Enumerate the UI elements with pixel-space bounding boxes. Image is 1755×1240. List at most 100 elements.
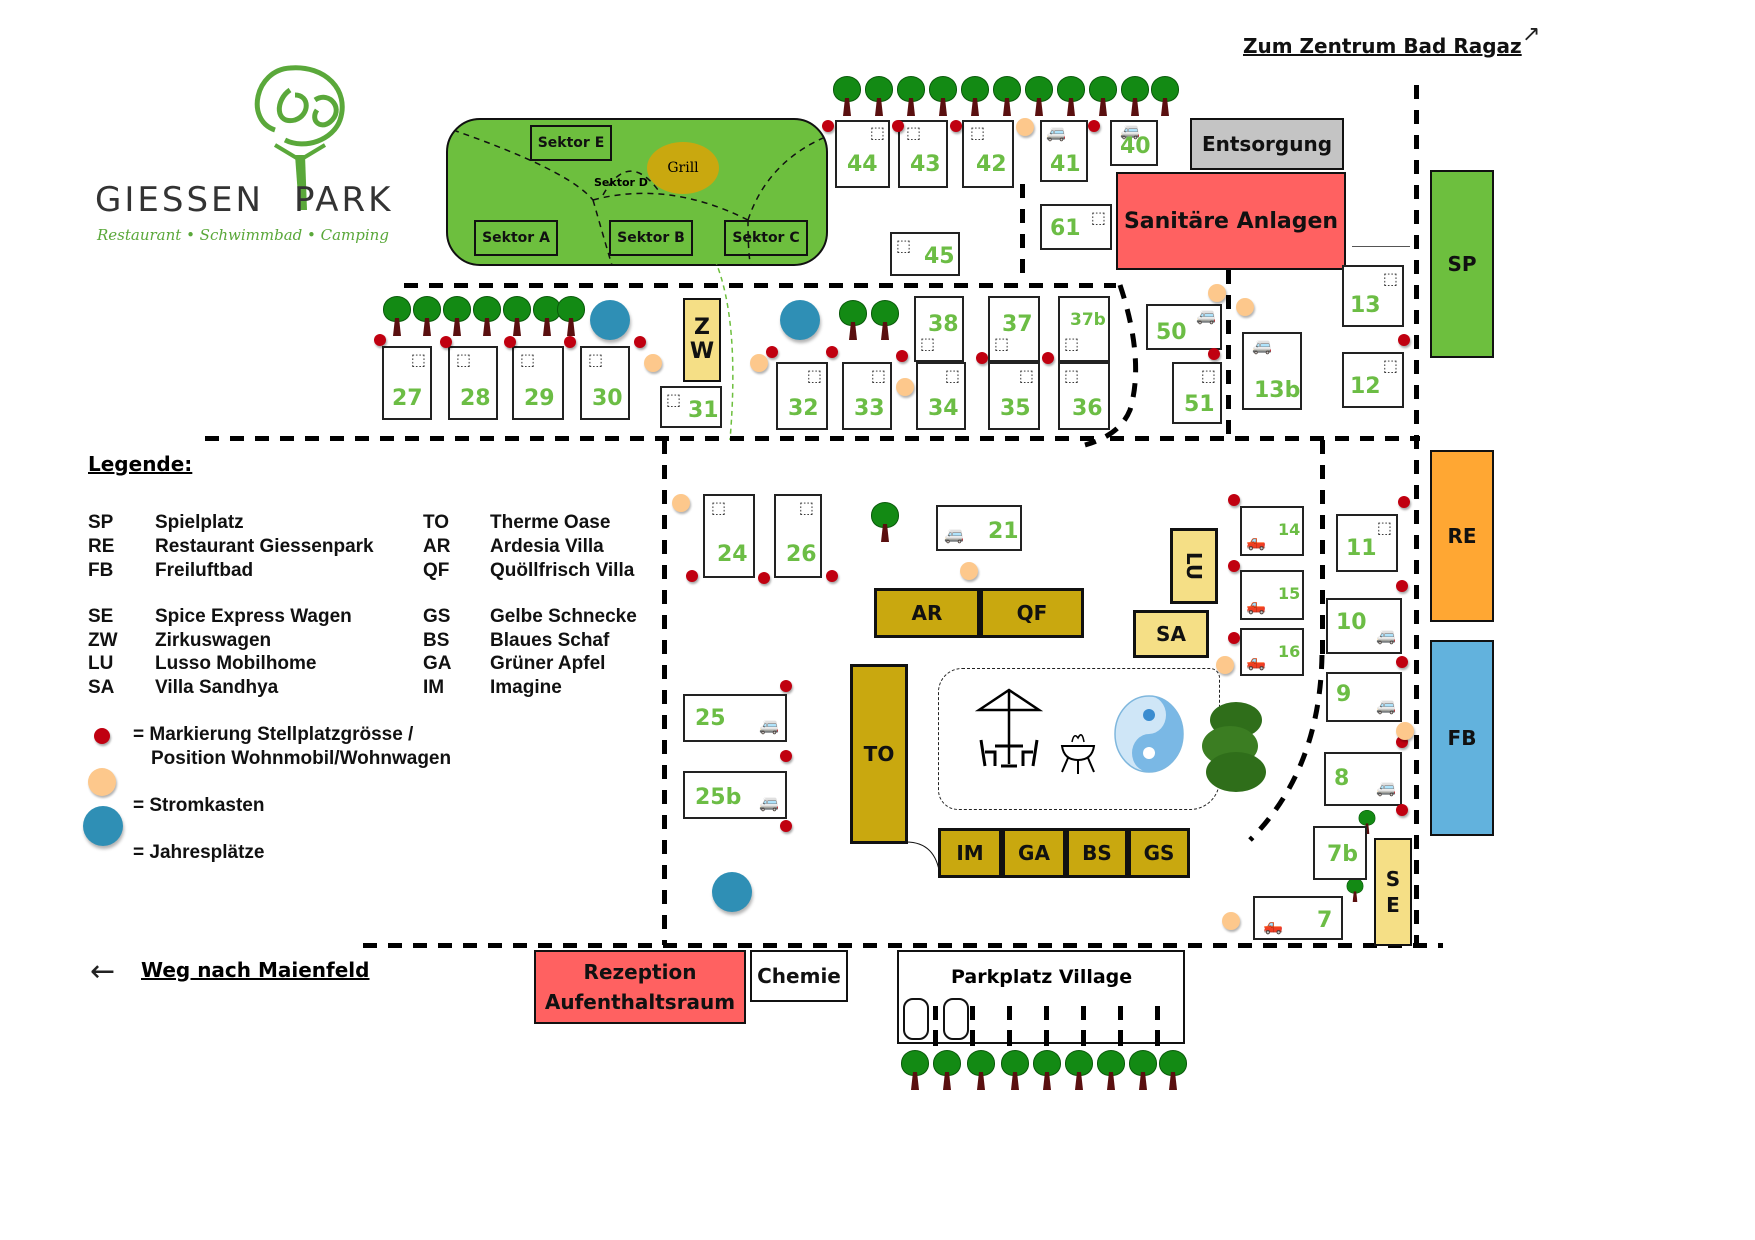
building-lu[interactable]: LU <box>1170 528 1218 604</box>
tree-icon <box>870 300 900 340</box>
pitch-37[interactable]: 37⬚ <box>988 296 1040 362</box>
tree-icon <box>472 296 502 336</box>
sector-d[interactable]: Sektor D <box>594 176 648 189</box>
pitch-34[interactable]: ⬚34 <box>916 362 966 430</box>
pitch-10[interactable]: 10🚐 <box>1326 598 1402 654</box>
pitch-21[interactable]: 🚐21 <box>936 505 1022 551</box>
building-to[interactable]: TO <box>850 664 908 844</box>
camper-icon: 🚐 <box>1120 121 1140 140</box>
sector-b[interactable]: Sektor B <box>609 220 693 256</box>
pitch-42[interactable]: ⬚42 <box>962 120 1014 188</box>
pitch-32[interactable]: ⬚32 <box>776 362 828 430</box>
pitch-marker <box>1396 580 1408 592</box>
tree-icon <box>442 296 472 336</box>
pitch-marker <box>826 570 838 582</box>
pitch-marker <box>1088 120 1100 132</box>
building-rezeption[interactable]: Rezeption Aufenthaltsraum <box>534 950 746 1024</box>
building-gs[interactable]: GS <box>1128 828 1190 878</box>
pitch-37b[interactable]: 37b⬚ <box>1058 296 1110 362</box>
pitch-30[interactable]: ⬚30 <box>580 346 630 420</box>
pitch-33[interactable]: ⬚33 <box>842 362 892 430</box>
sector-e[interactable]: Sektor E <box>530 125 612 161</box>
building-qf[interactable]: QF <box>980 588 1084 638</box>
parking-village[interactable]: Parkplatz Village <box>897 950 1185 1046</box>
building-sanitaer[interactable]: Sanitäre Anlagen <box>1116 172 1346 270</box>
building-bs[interactable]: BS <box>1066 828 1128 878</box>
pitch-7b[interactable]: 7b <box>1313 826 1367 880</box>
power-box <box>960 562 978 580</box>
sector-a[interactable]: Sektor A <box>474 220 558 256</box>
tree-icon <box>382 296 412 336</box>
parking-stall-lines <box>933 1006 1173 1046</box>
pitch-12[interactable]: 12⬚ <box>1342 352 1404 408</box>
building-sp[interactable]: SP <box>1430 170 1494 358</box>
tree-icon <box>1120 76 1150 116</box>
pitch-31[interactable]: ⬚31 <box>660 386 722 428</box>
legend-code: RE <box>88 536 115 557</box>
building-sa[interactable]: SA <box>1133 610 1209 658</box>
pitch-28[interactable]: ⬚28 <box>448 346 498 420</box>
legend-label: Therme Oase <box>490 512 611 533</box>
tree-icon <box>1064 1050 1094 1090</box>
camper-icon: 🚐 <box>759 793 779 812</box>
pitch-marker <box>686 570 698 582</box>
car-icon <box>903 998 929 1040</box>
legend-label: Restaurant Giessenpark <box>155 536 374 557</box>
pitch-38[interactable]: 38⬚ <box>914 296 964 362</box>
pitch-50[interactable]: 50🚐 <box>1146 304 1222 350</box>
building-chemie[interactable]: Chemie <box>750 950 848 1002</box>
pitch-44[interactable]: ⬚44 <box>835 120 890 188</box>
pitch-7[interactable]: 🛻7 <box>1253 896 1343 940</box>
pitch-41[interactable]: 🚐41 <box>1040 120 1088 182</box>
pitch-27[interactable]: ⬚27 <box>382 346 432 420</box>
grill-area[interactable]: Grill <box>647 142 719 194</box>
pitch-36[interactable]: ⬚36 <box>1058 362 1110 430</box>
pitch-11[interactable]: 11⬚ <box>1336 514 1398 572</box>
pitch-9[interactable]: 9🚐 <box>1326 672 1402 722</box>
pitch-45[interactable]: ⬚45 <box>890 232 960 276</box>
tree-icon <box>1056 76 1086 116</box>
pitch-61[interactable]: 61⬚ <box>1040 204 1112 250</box>
legend-code: ZW <box>88 630 118 651</box>
pitch-25[interactable]: 25🚐 <box>683 694 787 742</box>
building-re[interactable]: RE <box>1430 450 1494 622</box>
pitch-24[interactable]: ⬚24 <box>703 494 755 578</box>
tree-icon <box>1346 878 1364 902</box>
pitch-35[interactable]: ⬚35 <box>988 362 1040 430</box>
pitch-43[interactable]: ⬚43 <box>898 120 948 188</box>
boundary-line <box>1110 436 1420 441</box>
tree-icon <box>532 296 562 336</box>
legend-label: Ardesia Villa <box>490 536 604 557</box>
pitch-16[interactable]: 🛻16 <box>1240 628 1304 676</box>
legend-red-dot-text: = Markierung Stellplatzgrösse / <box>133 724 414 745</box>
tree-icon <box>1128 1050 1158 1090</box>
pitch-29[interactable]: ⬚29 <box>512 346 564 420</box>
pitch-8[interactable]: 8🚐 <box>1324 752 1402 806</box>
pitch-13b[interactable]: 🚐13b <box>1242 332 1302 410</box>
building-entsorgung[interactable]: Entsorgung <box>1190 118 1344 170</box>
tree-icon <box>556 296 586 336</box>
legend-label: Gelbe Schnecke <box>490 606 637 627</box>
pitch-15[interactable]: 🛻15 <box>1240 570 1304 620</box>
pitch-26[interactable]: ⬚26 <box>774 494 822 578</box>
pitch-25b[interactable]: 25b🚐 <box>683 771 787 819</box>
building-im[interactable]: IM <box>938 828 1002 878</box>
building-ar[interactable]: AR <box>874 588 980 638</box>
tree-icon <box>1150 76 1180 116</box>
caravan-icon: ⬚ <box>798 498 814 517</box>
building-fb[interactable]: FB <box>1430 640 1494 836</box>
power-box <box>1222 912 1240 930</box>
pitch-14[interactable]: 🛻14 <box>1240 506 1304 556</box>
link-weg-nach-maienfeld[interactable]: Weg nach Maienfeld <box>141 958 370 982</box>
legend-label: Blaues Schaf <box>490 630 610 651</box>
pitch-51[interactable]: 51⬚ <box>1172 362 1222 424</box>
legend-orange-dot-text: = Stromkasten <box>133 795 265 816</box>
pitch-13[interactable]: 13⬚ <box>1342 265 1404 327</box>
sector-c[interactable]: Sektor C <box>724 220 808 256</box>
link-zentrum-bad-ragaz[interactable]: Zum Zentrum Bad Ragaz <box>1243 34 1522 58</box>
caravan-icon: ⬚ <box>1090 208 1106 227</box>
pitch-40[interactable]: 🚐40 <box>1110 120 1158 166</box>
building-ga[interactable]: GA <box>1002 828 1066 878</box>
